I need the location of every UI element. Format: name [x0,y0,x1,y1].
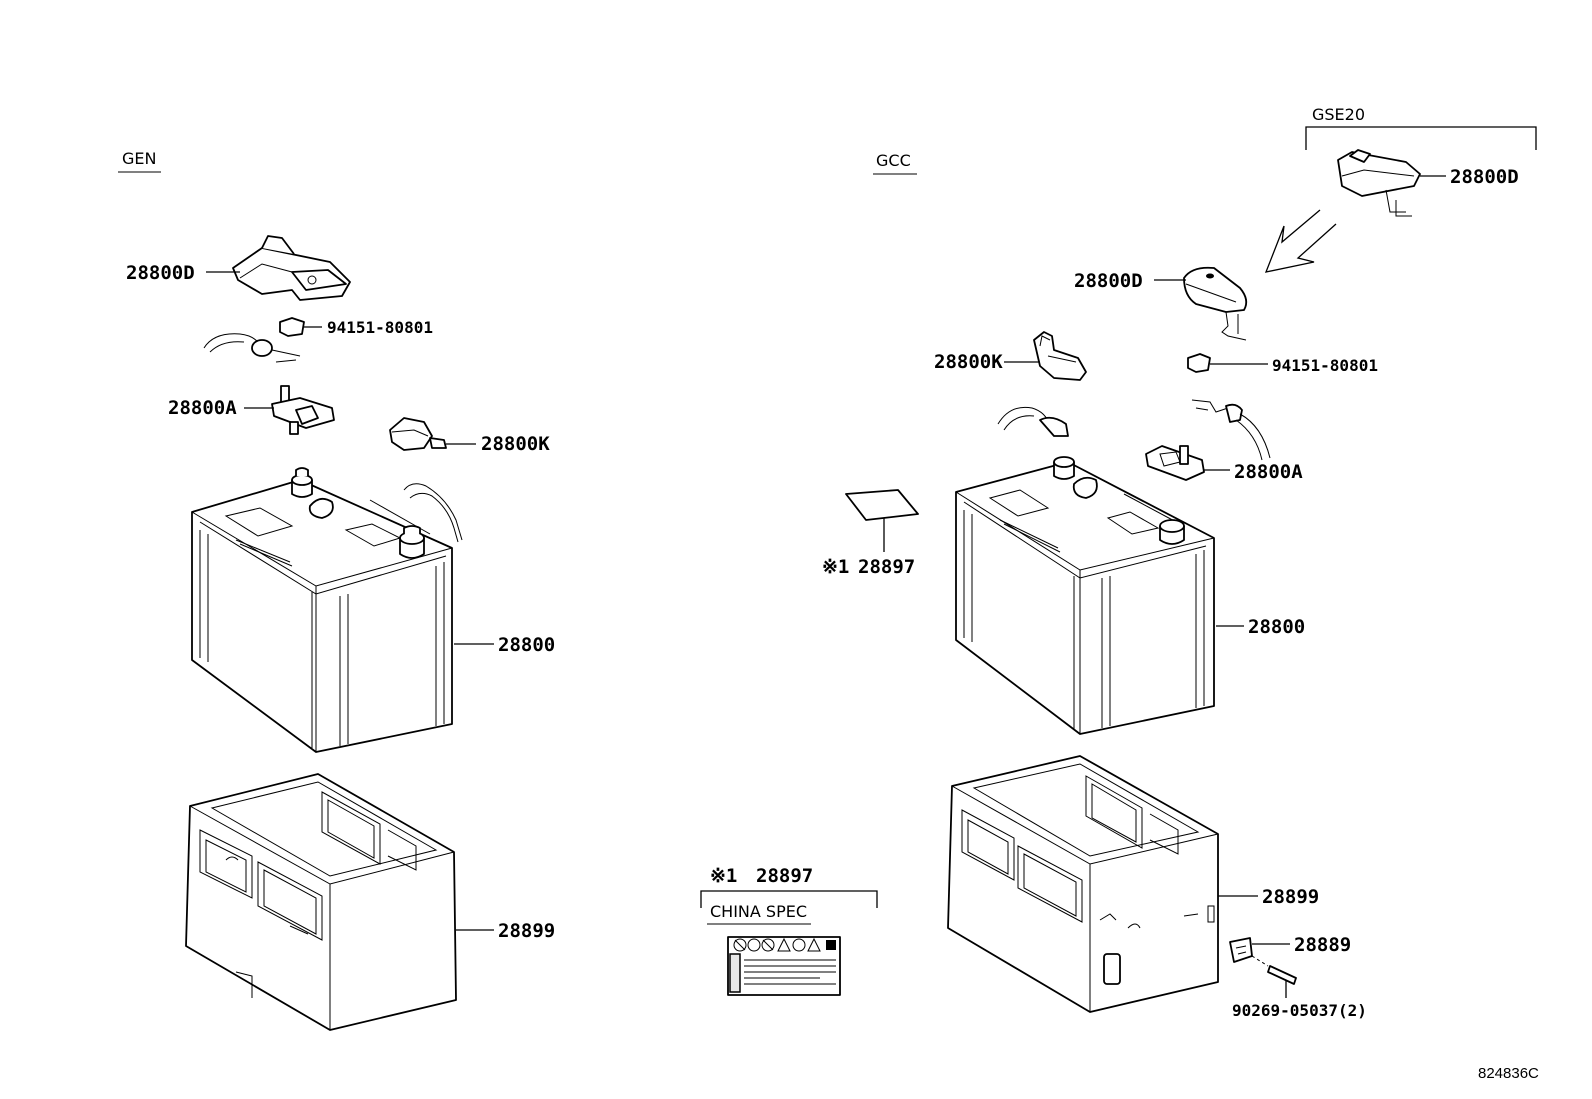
gcc-label-90269-05037: 90269-05037(2) [1232,1001,1367,1020]
gse20-section-label: GSE20 [1312,105,1365,124]
china-label-28897: 28897 [756,865,813,887]
gcc-battery-part[interactable] [955,456,1215,735]
china-warning-label-part [727,936,841,996]
gcc-label-28800k: 28800K [934,351,1003,373]
gcc-section-label: GCC [876,151,911,170]
gcc-screw-part[interactable] [1267,965,1297,985]
china-label-mark: ※1 [710,865,737,887]
gen-terminal-neg-part[interactable] [271,385,335,435]
gen-label-28800d: 28800D [126,262,195,284]
gcc-label-28800: 28800 [1248,616,1305,638]
china-spec-label: CHINA SPEC [710,902,807,921]
gcc-label-28800a: 28800A [1234,461,1303,483]
substitution-arrow [1264,209,1337,273]
gen-section-label: GEN [122,149,156,168]
gcc-label-28889: 28889 [1294,934,1351,956]
gen-label-28899: 28899 [498,920,555,942]
gen-label-28800: 28800 [498,634,555,656]
gcc-warning-label-part[interactable] [845,489,919,521]
gcc-label-28800d: 28800D [1074,270,1143,292]
gen-terminal-cover-pos-part[interactable] [232,235,351,301]
gen-label-28800k: 28800K [481,433,550,455]
gse20-label-28800d: 28800D [1450,166,1519,188]
gcc-section: GCC GSE20 28800D 28800D [700,105,1537,1020]
gse20-terminal-cover-part[interactable] [1337,149,1421,217]
gcc-terminal-cover-neg-part[interactable] [1033,331,1087,381]
gcc-bracket-part[interactable] [1229,937,1253,963]
gcc-terminal-neg-part[interactable] [1145,445,1205,481]
gcc-label-28899: 28899 [1262,886,1319,908]
gcc-label-94151-80801: 94151-80801 [1272,356,1378,375]
gcc-nut-part[interactable] [1187,353,1211,373]
gen-label-28800a: 28800A [168,397,237,419]
gcc-label-28897: 28897 [858,556,915,578]
gen-terminal-cover-neg-part[interactable] [389,417,447,451]
gcc-terminal-cover-pos-part[interactable] [1183,266,1248,341]
gcc-tray-part[interactable] [947,755,1219,1013]
gcc-label-mark: ※1 [822,556,849,578]
figure-reference: 824836C [1478,1065,1539,1082]
gen-tray-part[interactable] [185,773,457,1031]
gen-label-94151-80801: 94151-80801 [327,318,433,337]
gen-section: GEN 28800D 94151-80801 28800A [118,149,555,1031]
gen-nut-part[interactable] [279,317,305,337]
gen-battery-part[interactable] [191,467,453,753]
